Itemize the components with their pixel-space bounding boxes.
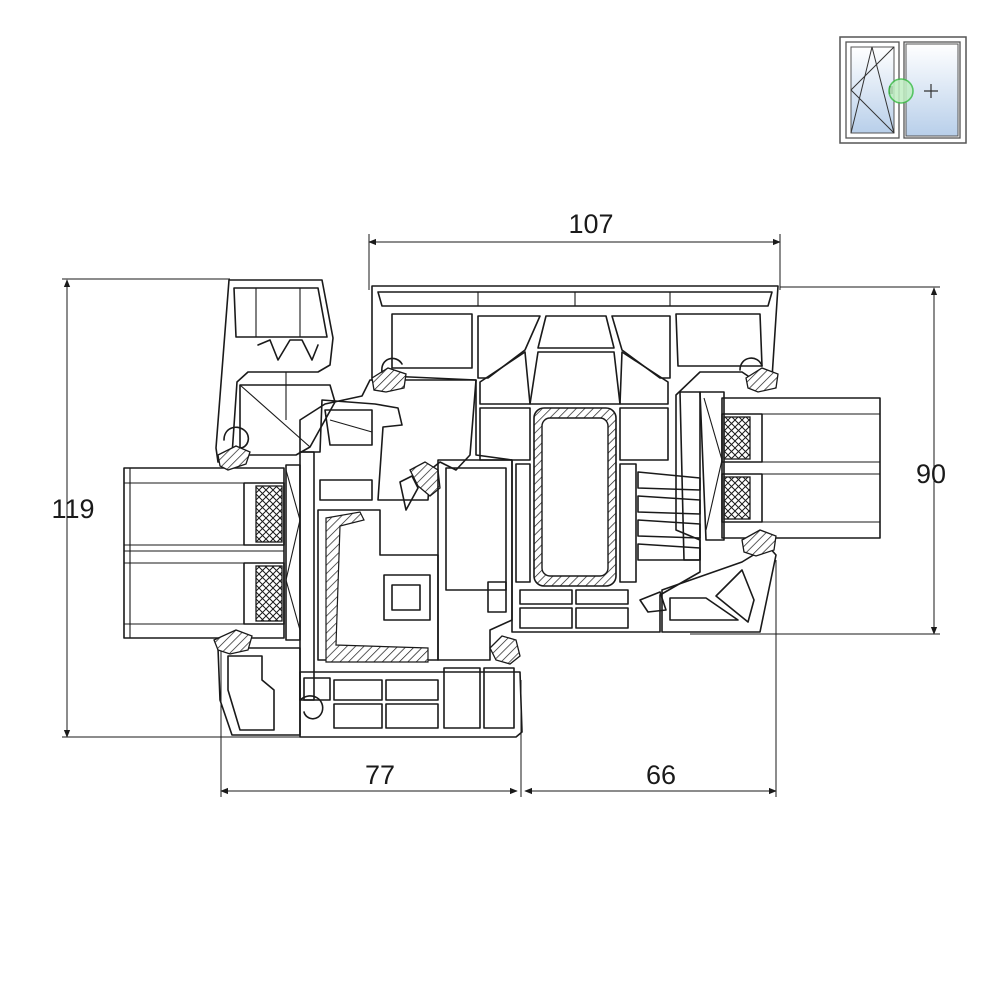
right-glass-spacer-bottom xyxy=(721,473,763,523)
dimension-lines xyxy=(62,234,940,797)
dimension-overall-height: 119 xyxy=(51,494,94,524)
mullion-profile xyxy=(371,285,779,633)
dimension-top-width: 107 xyxy=(568,209,613,239)
left-bottom-profile xyxy=(213,464,301,736)
window-tilt-turn-plus-fixed-icon xyxy=(839,36,967,144)
section-marker xyxy=(888,78,914,104)
left-glass-spacer-top xyxy=(243,482,285,546)
right-glass-spacer-top xyxy=(721,413,763,463)
dimension-mullion-width: 66 xyxy=(646,760,676,790)
left-glazing-unit xyxy=(123,467,285,639)
dimension-sash-height: 90 xyxy=(916,459,946,489)
sash-profile xyxy=(299,379,477,701)
glazing-bead xyxy=(215,279,336,471)
right-glazing-bead xyxy=(639,529,777,633)
right-glazing-unit xyxy=(679,391,881,561)
dimension-frame-width: 77 xyxy=(365,760,395,790)
left-glass-spacer-bottom xyxy=(243,562,285,625)
